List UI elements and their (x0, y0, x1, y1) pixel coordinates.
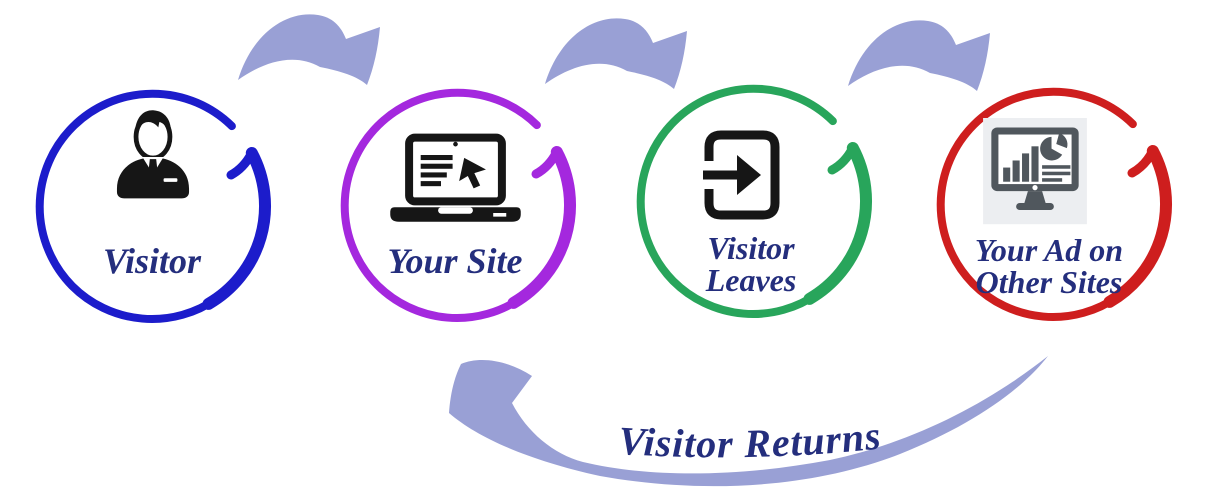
step-label-your-site: Your Site (387, 241, 522, 281)
step-label-your-ad-line1: Your Ad on (975, 232, 1123, 268)
step-label-visitor-leaves-line2: Leaves (705, 262, 797, 298)
step-label-your-ad-line2: Other Sites (976, 264, 1123, 300)
laptop-icon (390, 138, 521, 222)
flow-arrow-icon-3 (848, 20, 990, 91)
return-arrow-icon (449, 356, 1048, 487)
return-arrow-label: Visitor Returns (617, 412, 883, 466)
businessman-icon (117, 110, 189, 198)
step-label-visitor-leaves-line1: Visitor (707, 230, 795, 266)
monitor-analytics-icon (983, 118, 1087, 225)
step-label-visitor: Visitor (103, 241, 202, 281)
flow-arrow-icon-2 (545, 18, 687, 89)
exit-icon (703, 135, 775, 215)
flow-arrow-icon-1 (238, 14, 380, 85)
